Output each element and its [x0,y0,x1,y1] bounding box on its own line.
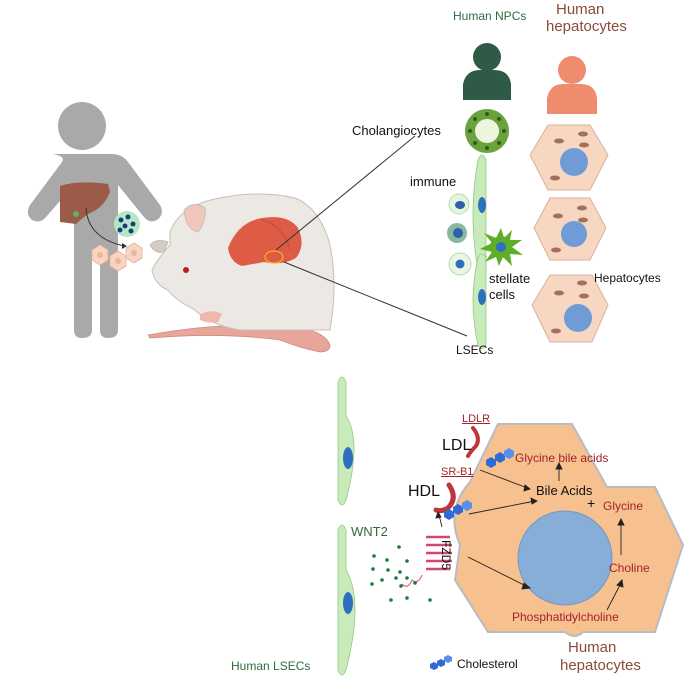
npc-cluster-icon [114,211,140,237]
stellate-cell-icon [480,228,523,266]
wnt2-ligand-dots [370,545,432,602]
mouse-back-ear [149,240,169,253]
human-npcs-label: Human NPCs [453,9,527,23]
mouse-ear [183,204,206,233]
zoom-line-bottom [283,261,468,337]
stellate-label-line1: stellate [489,271,531,286]
bile-acids-label: Bile Acids [536,483,593,498]
bottom-human-hepatocytes-line2: hepatocytes [560,657,641,674]
hepatocyte-cell-2-icon [533,197,607,261]
cholesterol-legend-icon [430,655,452,670]
hepatocytes-label: Hepatocytes [594,271,661,285]
isolation-arrow [85,207,125,247]
glycine-label: Glycine [603,499,644,513]
human-npc-person-icon [463,43,511,100]
phosphatidylcholine-label: Phosphatidylcholine [512,610,619,624]
fzd5-label: FZD5 [439,540,453,570]
choline-label: Choline [609,561,650,575]
human-silhouette-icon [27,102,162,338]
hepatocyte-cluster-icon [91,242,143,272]
cholangiocyte-ring-icon [465,109,509,153]
pathway-arrows [435,461,625,611]
immune-cells-icon [447,193,472,276]
cholesterol-icon-1 [486,448,514,468]
zoom-line-top [275,135,416,251]
immune-label: immune [410,174,457,189]
mouse-paw [200,311,222,323]
srb1-receptor-icon [433,482,456,514]
liver-icon [60,182,110,224]
biopsy-region-circle [264,250,284,264]
mouse-illustration [147,193,335,353]
wnt2-label: WNT2 [351,524,388,539]
mouse-eye [183,267,189,273]
ldl-label: LDL [442,437,472,454]
human-hepatocytes-label-line2: hepatocytes [546,18,627,35]
hepatocyte-cell-3-icon [531,274,609,343]
human-hepatocytes-label-line1: Human [556,1,605,18]
cholesterol-legend-label: Cholesterol [457,657,518,671]
ldlr-label: LDLR [462,413,491,425]
hdl-label: HDL [408,483,441,500]
cholesterol-icon-2 [444,500,472,520]
bottom-human-hepatocytes-line1: Human [568,639,617,656]
fzd5-receptor-icon [401,535,452,587]
hepatocyte-cell-1-icon [529,124,609,191]
mouse-liver [228,217,302,266]
glycine-bile-acids-label: Glycine bile acids [515,451,609,465]
plus-sign: + [587,495,596,511]
gallbladder-icon [73,211,79,217]
lsecs-label: LSECs [456,343,494,357]
stellate-label-line2: cells [489,287,516,302]
human-lsecs-label: Human LSECs [231,659,311,673]
human-hepatocyte-person-icon [547,56,597,114]
cholangiocytes-label: Cholangiocytes [352,123,441,138]
srb1-label: SR-B1 [441,466,474,478]
big-hepatocyte-nucleus [517,510,613,606]
ldlr-receptor-icon [466,426,480,458]
